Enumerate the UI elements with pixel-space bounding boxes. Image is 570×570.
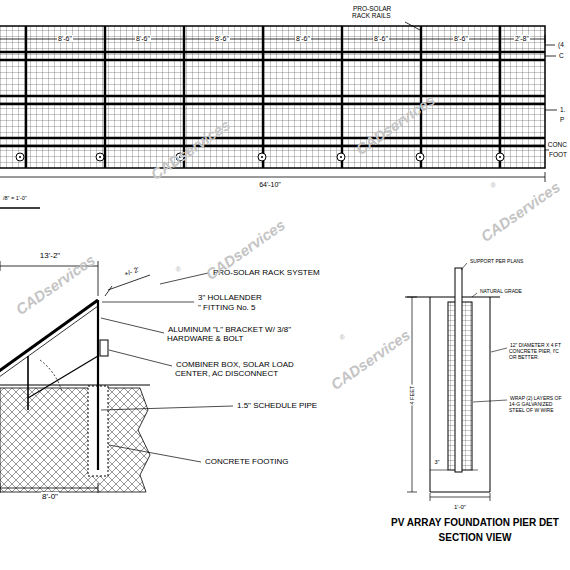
dimension: 8'-6" (373, 35, 389, 43)
watermark: CADservices (476, 178, 563, 246)
dimension: 2'-8" (514, 35, 530, 43)
note-fragment: CONC (547, 141, 568, 148)
watermark: CADservices (351, 91, 438, 159)
plan-view (0, 22, 557, 208)
pier-section (405, 263, 507, 501)
dimension: 8'-6" (453, 35, 469, 43)
view-title: SECTION VIEW (438, 532, 513, 544)
note: WRAP (2) LAYERS OF 14-G GALVANIZED STEEL… (509, 396, 567, 413)
note-fragment: P (559, 116, 565, 123)
dimension: 8'-6" (135, 35, 151, 43)
part-name: " FITTING No. 5 (197, 303, 257, 312)
part-name: COMBINER BOX, SOLAR LOAD CENTER, AC DISC… (175, 360, 295, 378)
scale-note: /8" = 1'-0" (2, 195, 28, 201)
dimension: 3" (433, 459, 440, 465)
dimension: 8'-6" (295, 35, 311, 43)
part-name: ALUMINUM "L" BRACKET W/ 3/8" HARDWARE & … (167, 325, 307, 343)
dimension: 1'-0" (453, 504, 467, 511)
part-name: PRO-SOLAR RACK RAILS (352, 5, 404, 20)
dimension: 13'-2" (39, 251, 61, 260)
note-fragment: C (558, 52, 565, 59)
part-name: 3" HOLLAENDER (197, 293, 263, 302)
registered-mark: ® (338, 334, 345, 342)
watermark: CADservices (11, 251, 98, 319)
watermark: CADservices (146, 116, 233, 184)
dimension: +/- 2' (122, 265, 141, 279)
note-fragment: FOOT (548, 151, 568, 158)
note-fragment: 1. (559, 106, 566, 113)
note: NATURAL GRADE (479, 289, 523, 295)
part-name: 1.5" SCHEDULE PIPE (236, 401, 318, 410)
registered-mark: ® (489, 182, 496, 190)
note: 12" DIAMETER X 4 FT CONCRETE PIER, f'C O… (509, 343, 567, 360)
view-title: PV ARRAY FOUNDATION PIER DET (390, 517, 560, 529)
dimension: 64'-10" (258, 181, 282, 189)
part-name: CONCRETE FOOTING (204, 457, 290, 466)
note: SUPPORT PER PLANS (469, 259, 524, 265)
dimension: 8'-6" (57, 35, 73, 43)
note-fragment: (4 (557, 41, 565, 48)
dimension: 4 FEET (409, 385, 415, 406)
dimension: 8'-6" (214, 35, 230, 43)
dimension: 8'-0" (41, 492, 59, 501)
registered-mark: ® (174, 266, 181, 274)
